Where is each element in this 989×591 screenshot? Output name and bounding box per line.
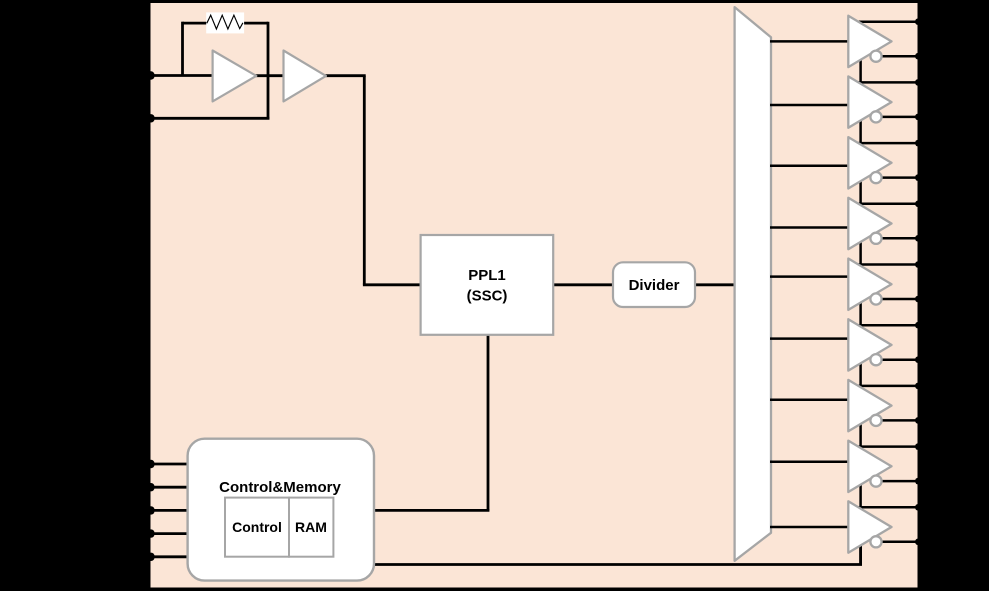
svg-text:RAM: RAM — [295, 519, 327, 535]
svg-text:Control&Memory: Control&Memory — [219, 479, 341, 496]
svg-text:(SSC): (SSC) — [467, 287, 508, 304]
svg-text:PPL1: PPL1 — [468, 267, 506, 284]
svg-text:Divider: Divider — [629, 277, 680, 294]
svg-text:Control: Control — [232, 519, 282, 535]
